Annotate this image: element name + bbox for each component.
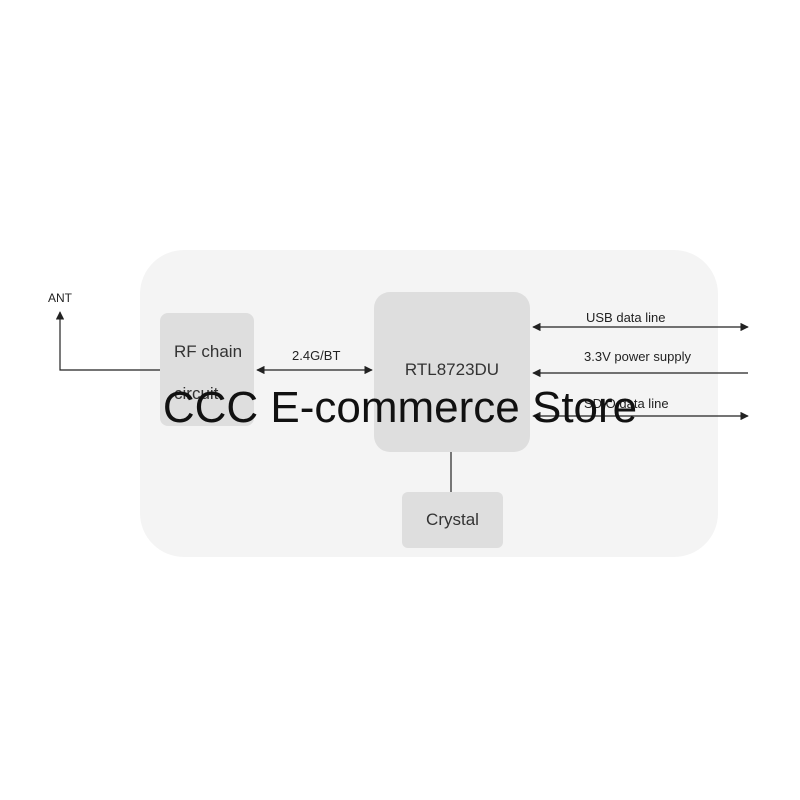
store-watermark: CCC E-commerce Store	[162, 383, 638, 432]
chip-block: RTL8723DU	[374, 292, 530, 452]
power-interface-label: 3.3V power supply	[584, 349, 691, 364]
rf-chain-block: RF chain circuit	[160, 313, 254, 426]
antenna-label: ANT	[48, 291, 72, 305]
rf-chain-label: RF chain circuit	[174, 342, 243, 403]
crystal-block: Crystal	[402, 492, 503, 548]
link-label: 2.4G/BT	[292, 348, 341, 363]
usb-interface-label: USB data line	[586, 310, 666, 325]
chip-label: RTL8723DU	[404, 360, 500, 379]
antenna-line	[55, 311, 160, 371]
crystal-label: Crystal	[426, 510, 479, 529]
sdio-interface-label: SDIO data line	[584, 396, 669, 411]
